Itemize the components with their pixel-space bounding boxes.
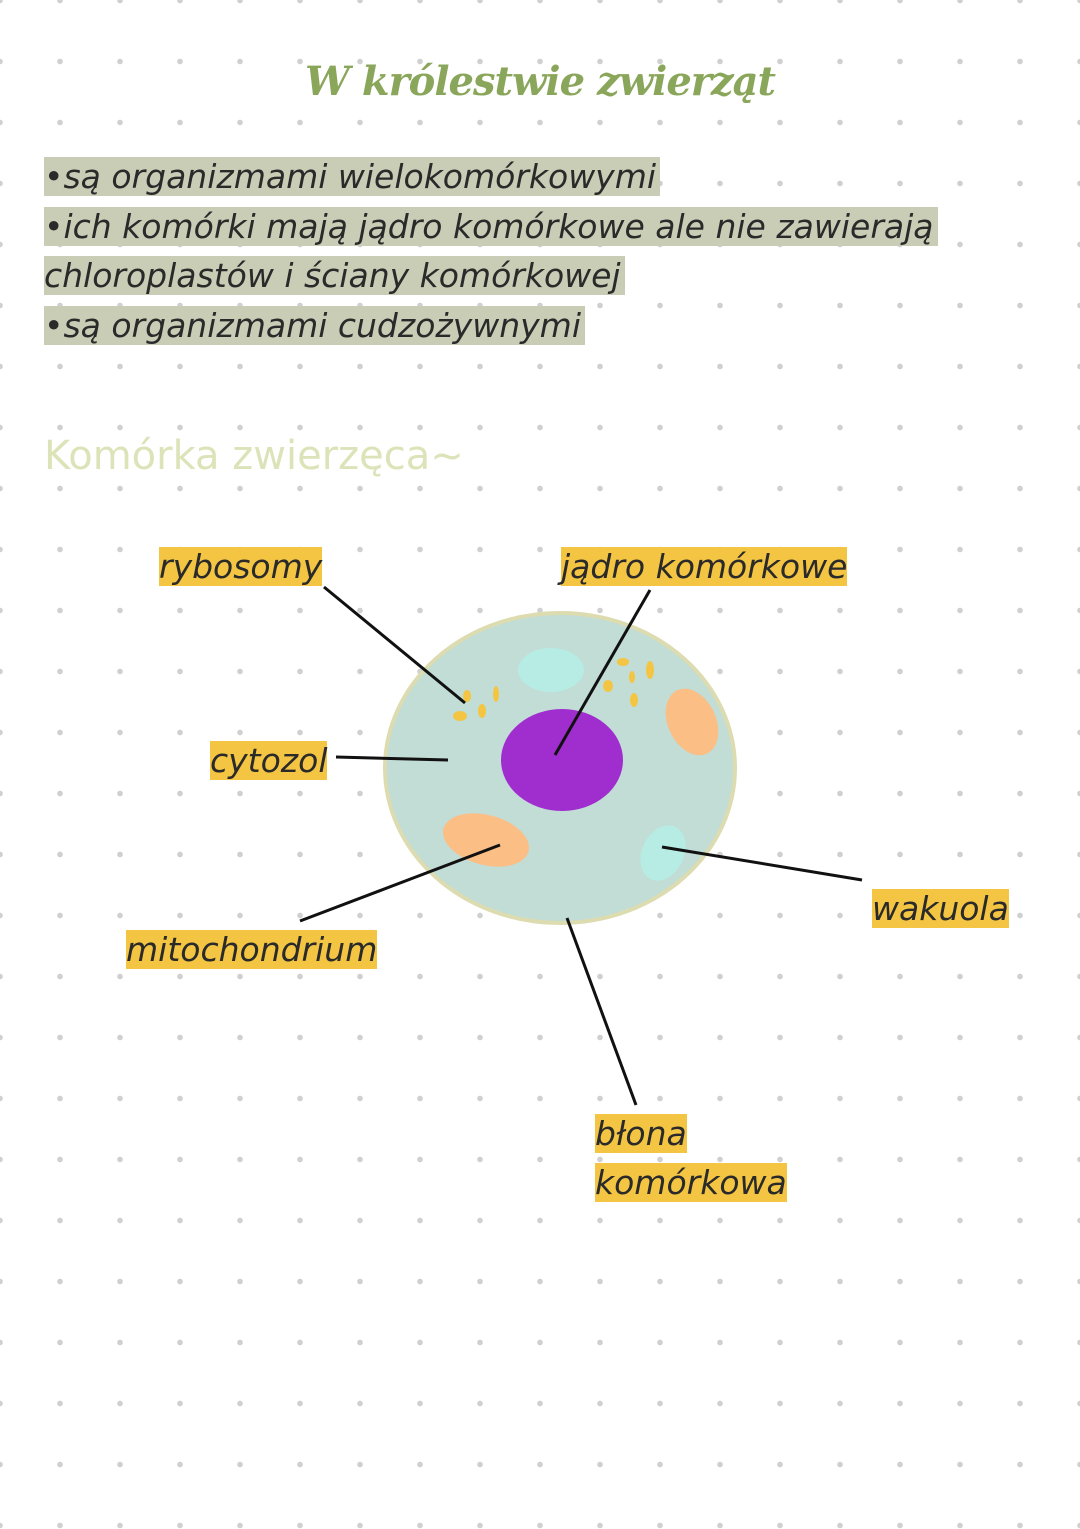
bullet-line: •są organizmami cudzożywnymi <box>44 305 585 345</box>
label-lines <box>299 585 863 1106</box>
vacuole <box>518 648 584 692</box>
label-text: cytozol <box>210 741 328 780</box>
mitochondrium <box>665 688 719 756</box>
bullet-list: •są organizmami wielokomórkowymi •ich ko… <box>44 152 938 350</box>
label-blona: błona komórkowa <box>595 1109 787 1207</box>
label-text: jądro komórkowe <box>561 547 848 586</box>
label-mitochondrium: mitochondrium <box>126 925 378 974</box>
label-text: błona <box>595 1114 687 1153</box>
label-text: mitochondrium <box>126 930 378 969</box>
section-heading: Komórka zwierzęca~ <box>44 433 464 479</box>
label-text: rybosomy <box>159 547 323 586</box>
ribosomes <box>453 658 654 721</box>
label-text: wakuola <box>872 889 1009 928</box>
label-text: komórkowa <box>595 1163 787 1202</box>
mitochondrium <box>443 813 529 867</box>
page-title: W królestwie zwierząt <box>305 58 776 105</box>
bullet-line: chloroplastów i ściany komórkowej <box>44 256 625 295</box>
nucleus <box>501 709 623 811</box>
label-rybosomy: rybosomy <box>159 542 323 591</box>
label-cytozol: cytozol <box>210 736 328 785</box>
bullet-line: •ich komórki mają jądro komórkowe ale ni… <box>44 206 938 246</box>
bullet-line: •są organizmami wielokomórkowymi <box>44 157 661 196</box>
vacuole <box>640 825 686 881</box>
label-wakuola: wakuola <box>872 884 1009 933</box>
label-jadro: jądro komórkowe <box>561 542 848 591</box>
